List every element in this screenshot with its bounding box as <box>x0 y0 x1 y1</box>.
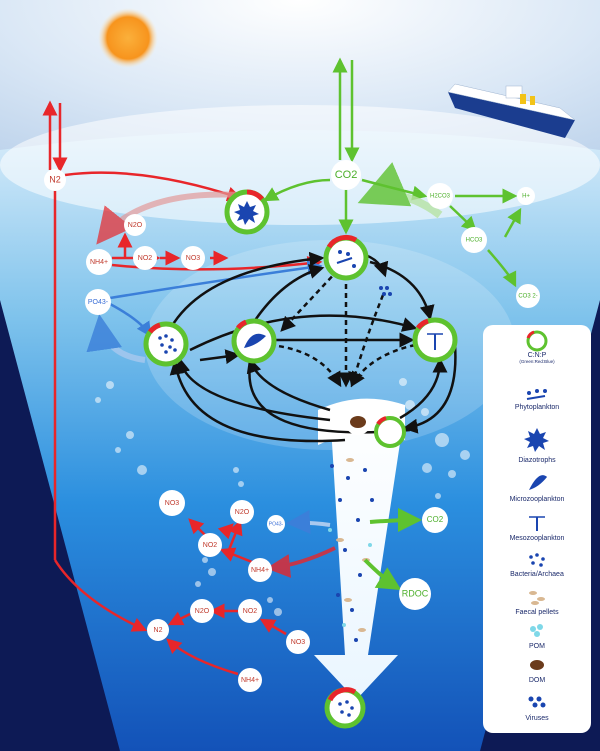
ship-icon <box>447 83 576 138</box>
co2-deep-label: CO2 <box>427 515 444 524</box>
co2-atmosphere-label: CO2 <box>335 169 358 181</box>
n2o-deep-label: N2O <box>235 509 250 516</box>
mortality-dashed-arrows <box>269 269 416 388</box>
n2-atmosphere-arrows <box>42 100 68 173</box>
dom-node <box>345 409 371 435</box>
diazotroph-nh4-arrow <box>96 191 241 245</box>
legend-cnp-sub: (Green:Red:Blue) <box>519 359 555 364</box>
n2-deep-label: N2 <box>154 627 163 634</box>
carbon-arrows <box>262 178 522 288</box>
legend-bacteria: Bacteria/Archaea <box>510 571 564 578</box>
n2-atmosphere-label: N2 <box>49 174 61 184</box>
co3-label: CO3 2- <box>518 294 537 300</box>
chemical-node-circles <box>44 160 540 692</box>
legend-microzooplankton: Microzooplankton <box>509 496 565 503</box>
deep-nitrogen-arrows <box>166 518 287 676</box>
no3-surface-label: NO3 <box>186 255 201 262</box>
legend-viruses: Viruses <box>525 715 549 722</box>
legend-panel: C:N:P (Green:Red:Blue) Phytoplankton Dia… <box>483 325 591 733</box>
legend-dom: DOM <box>528 677 546 684</box>
rdoc-label: RDOC <box>402 588 429 598</box>
po4-deep-label: PO43- <box>269 521 284 527</box>
bacteria-node-pipe <box>374 416 406 448</box>
hco3-label: HCO3 <box>466 238 483 244</box>
sun-icon <box>98 8 158 68</box>
legend-phytoplankton: Phytoplankton <box>514 404 560 411</box>
co2-atmosphere-arrows <box>332 57 360 163</box>
microzooplankton-node <box>231 318 277 364</box>
h2co3-label: H2CO3 <box>430 194 451 200</box>
legend-icons <box>524 330 549 708</box>
nh4-low-label: NH4+ <box>241 677 259 684</box>
no3-deep-label: NO3 <box>165 500 180 507</box>
bubbles <box>95 378 470 616</box>
po4-surface-label: PO43- <box>88 299 109 306</box>
legend-pom: POM <box>529 643 545 650</box>
mesozooplankton-node <box>412 317 458 363</box>
viruses-cluster <box>379 286 392 296</box>
diazotrophs-node <box>224 189 270 235</box>
mixed-layer-swirl <box>145 240 515 450</box>
phytoplankton-node <box>323 234 369 281</box>
no2-deep-label: NO2 <box>203 542 218 549</box>
no3-low-label: NO3 <box>291 639 306 646</box>
no2-surface-label: NO2 <box>138 255 153 262</box>
legend-diazotrophs: Diazotrophs <box>518 457 556 464</box>
nh4-surface-label: NH4+ <box>90 259 108 266</box>
h-plus-label: H+ <box>522 194 530 200</box>
diazotroph-icon <box>234 201 259 225</box>
n2o-surface-label: N2O <box>128 222 143 229</box>
legend-faecal: Faecal pellets <box>515 609 559 616</box>
legend-cnp-label: C:N:P <box>527 352 547 359</box>
legend-cnp: C:N:P (Green:Red:Blue) <box>483 352 591 364</box>
legend-mesozooplankton: Mesozooplankton <box>509 535 565 542</box>
no2-low-label: NO2 <box>243 608 258 615</box>
sediment-bacteria-node <box>324 687 366 729</box>
nh4-deep-label: NH4+ <box>251 567 269 574</box>
n2o-low-label: N2O <box>195 608 210 615</box>
bacteria-node <box>143 321 189 367</box>
particle-flux-arrow <box>314 402 405 700</box>
